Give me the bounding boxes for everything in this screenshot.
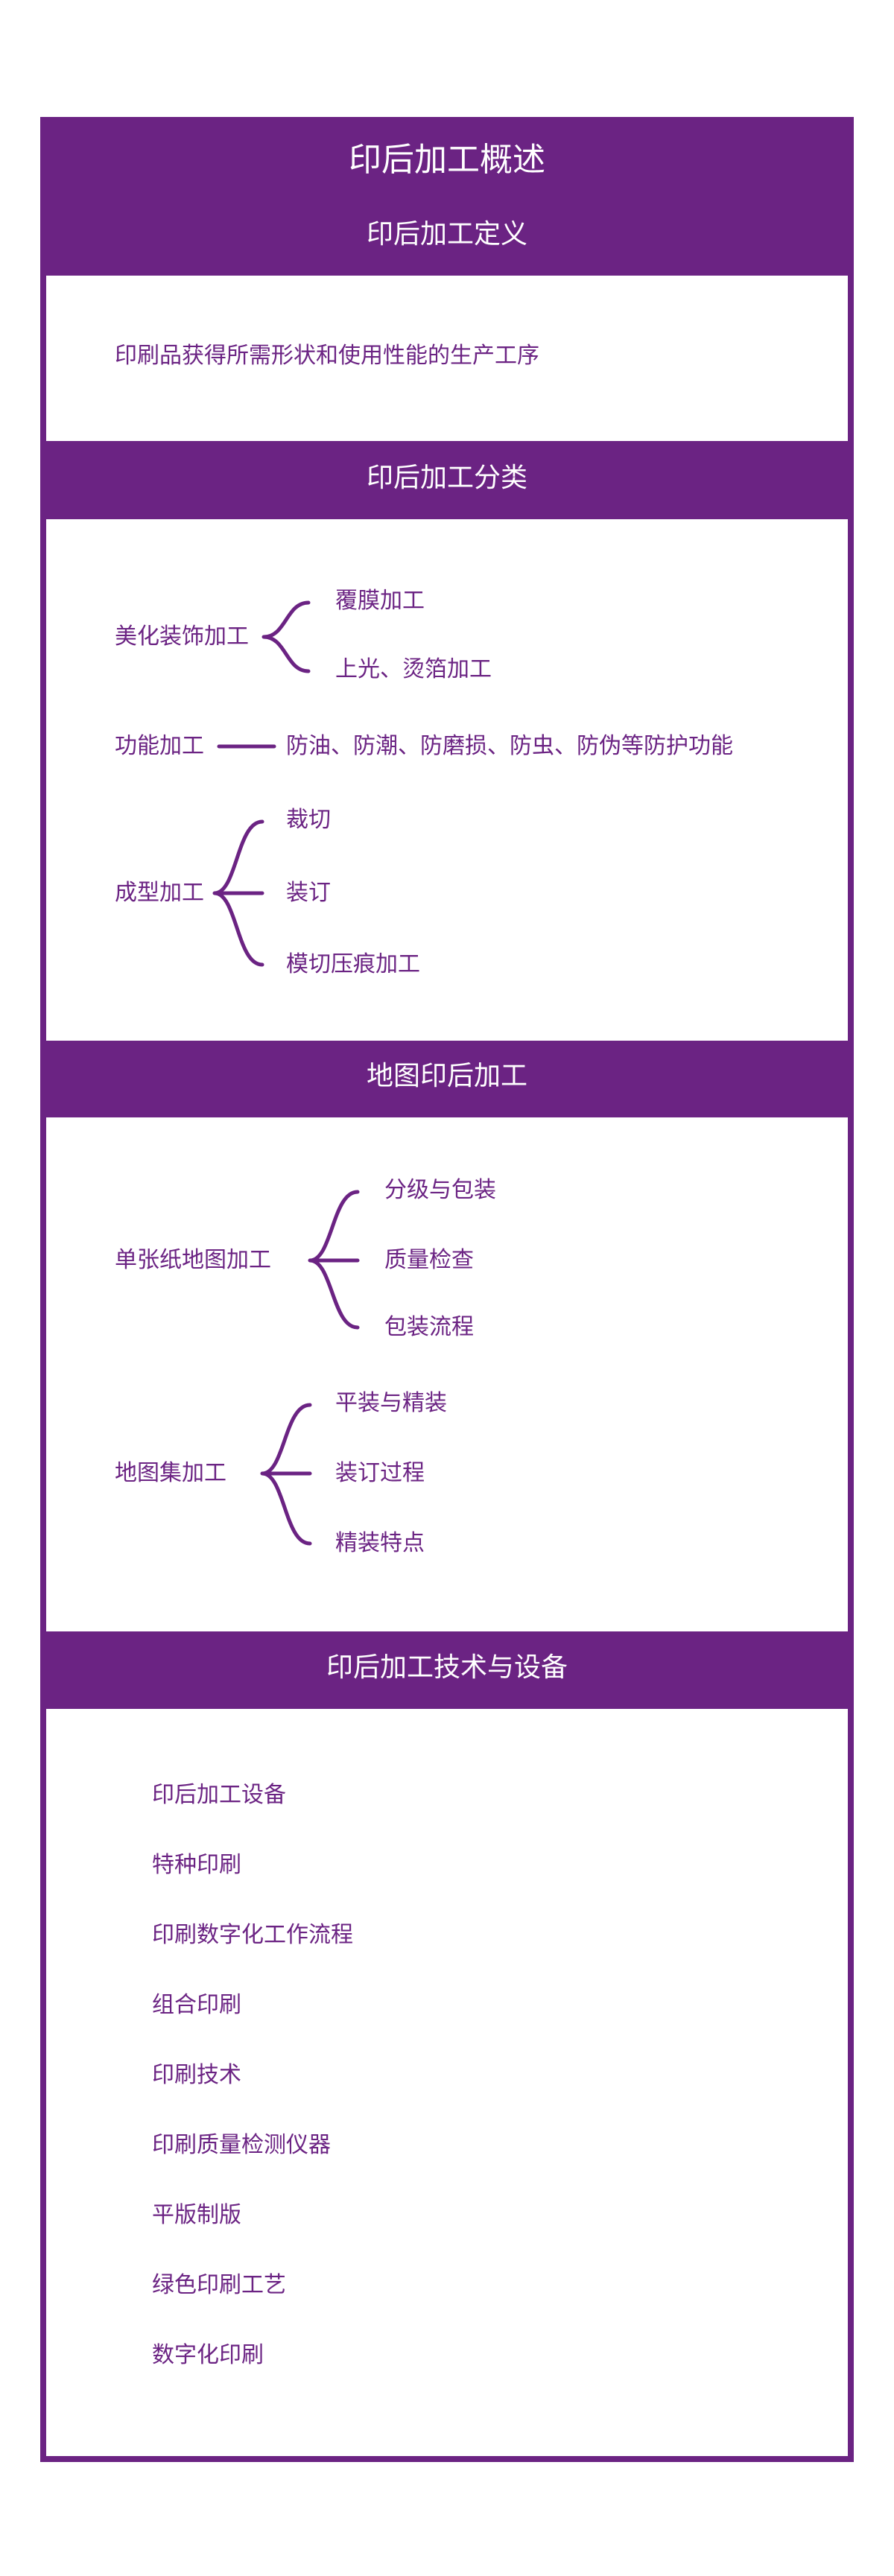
- node-atlas: 地图集加工: [115, 1460, 226, 1486]
- list-item: 印刷技术: [152, 2062, 241, 2088]
- node-hardcover-features: 精装特点: [335, 1530, 425, 1556]
- line-functional: [217, 744, 276, 749]
- node-paperback-hardcover: 平装与精装: [335, 1390, 447, 1416]
- definition-text: 印刷品获得所需形状和使用性能的生产工序: [115, 343, 539, 369]
- list-item: 绿色印刷工艺: [152, 2272, 286, 2298]
- node-protection: 防油、防潮、防磨损、防虫、防伪等防护功能: [286, 733, 733, 759]
- brace-single-sheet-map: [308, 1190, 360, 1330]
- list-item: 平版制版: [152, 2202, 241, 2228]
- page-title: 印后加工概述: [349, 141, 545, 179]
- list-item: 印刷数字化工作流程: [152, 1922, 353, 1948]
- node-binding: 装订: [286, 880, 331, 906]
- node-quality-check: 质量检查: [384, 1247, 474, 1273]
- node-single-sheet-map: 单张纸地图加工: [115, 1247, 271, 1273]
- node-grading-packing: 分级与包装: [384, 1177, 496, 1203]
- overview-card: 印后加工概述 印后加工定义 印刷品获得所需形状和使用性能的生产工序 印后加工分类…: [40, 117, 854, 2462]
- node-functional: 功能加工: [115, 733, 204, 759]
- list-item: 特种印刷: [152, 1852, 241, 1878]
- section-panel-definition: 印刷品获得所需形状和使用性能的生产工序: [46, 276, 848, 441]
- section-title-classification: 印后加工分类: [366, 463, 527, 493]
- section-panel-tech-equipment: 印后加工设备 特种印刷 印刷数字化工作流程 组合印刷 印刷技术 印刷质量检测仪器…: [46, 1709, 848, 2456]
- node-varnish-foil: 上光、烫箔加工: [335, 656, 492, 682]
- brace-atlas: [260, 1403, 312, 1546]
- node-beautify: 美化装饰加工: [115, 624, 249, 650]
- node-die-cutting: 模切压痕加工: [286, 951, 420, 977]
- node-cutting: 裁切: [286, 807, 331, 833]
- list-item: 印后加工设备: [152, 1782, 286, 1808]
- node-lamination: 覆膜加工: [335, 588, 425, 614]
- node-packing-flow: 包装流程: [384, 1314, 474, 1340]
- section-title-tech-equipment: 印后加工技术与设备: [326, 1652, 568, 1683]
- section-panel-classification: 美化装饰加工 覆膜加工 上光、烫箔加工 功能加工 防油、防潮、防磨损、防虫、防伪…: [46, 519, 848, 1041]
- list-item: 印刷质量检测仪器: [152, 2132, 331, 2158]
- brace-forming: [212, 819, 264, 967]
- section-panel-map-processing: 单张纸地图加工 分级与包装 质量检查 包装流程 地图集加工 平装与精装 装订过程…: [46, 1117, 848, 1631]
- brace-beautify: [261, 600, 311, 673]
- node-binding-process: 装订过程: [335, 1460, 425, 1486]
- node-forming: 成型加工: [115, 880, 204, 906]
- list-item: 数字化印刷: [152, 2342, 264, 2368]
- section-title-definition: 印后加工定义: [366, 219, 527, 250]
- list-item: 组合印刷: [152, 1992, 241, 2018]
- section-title-map-processing: 地图印后加工: [366, 1061, 527, 1091]
